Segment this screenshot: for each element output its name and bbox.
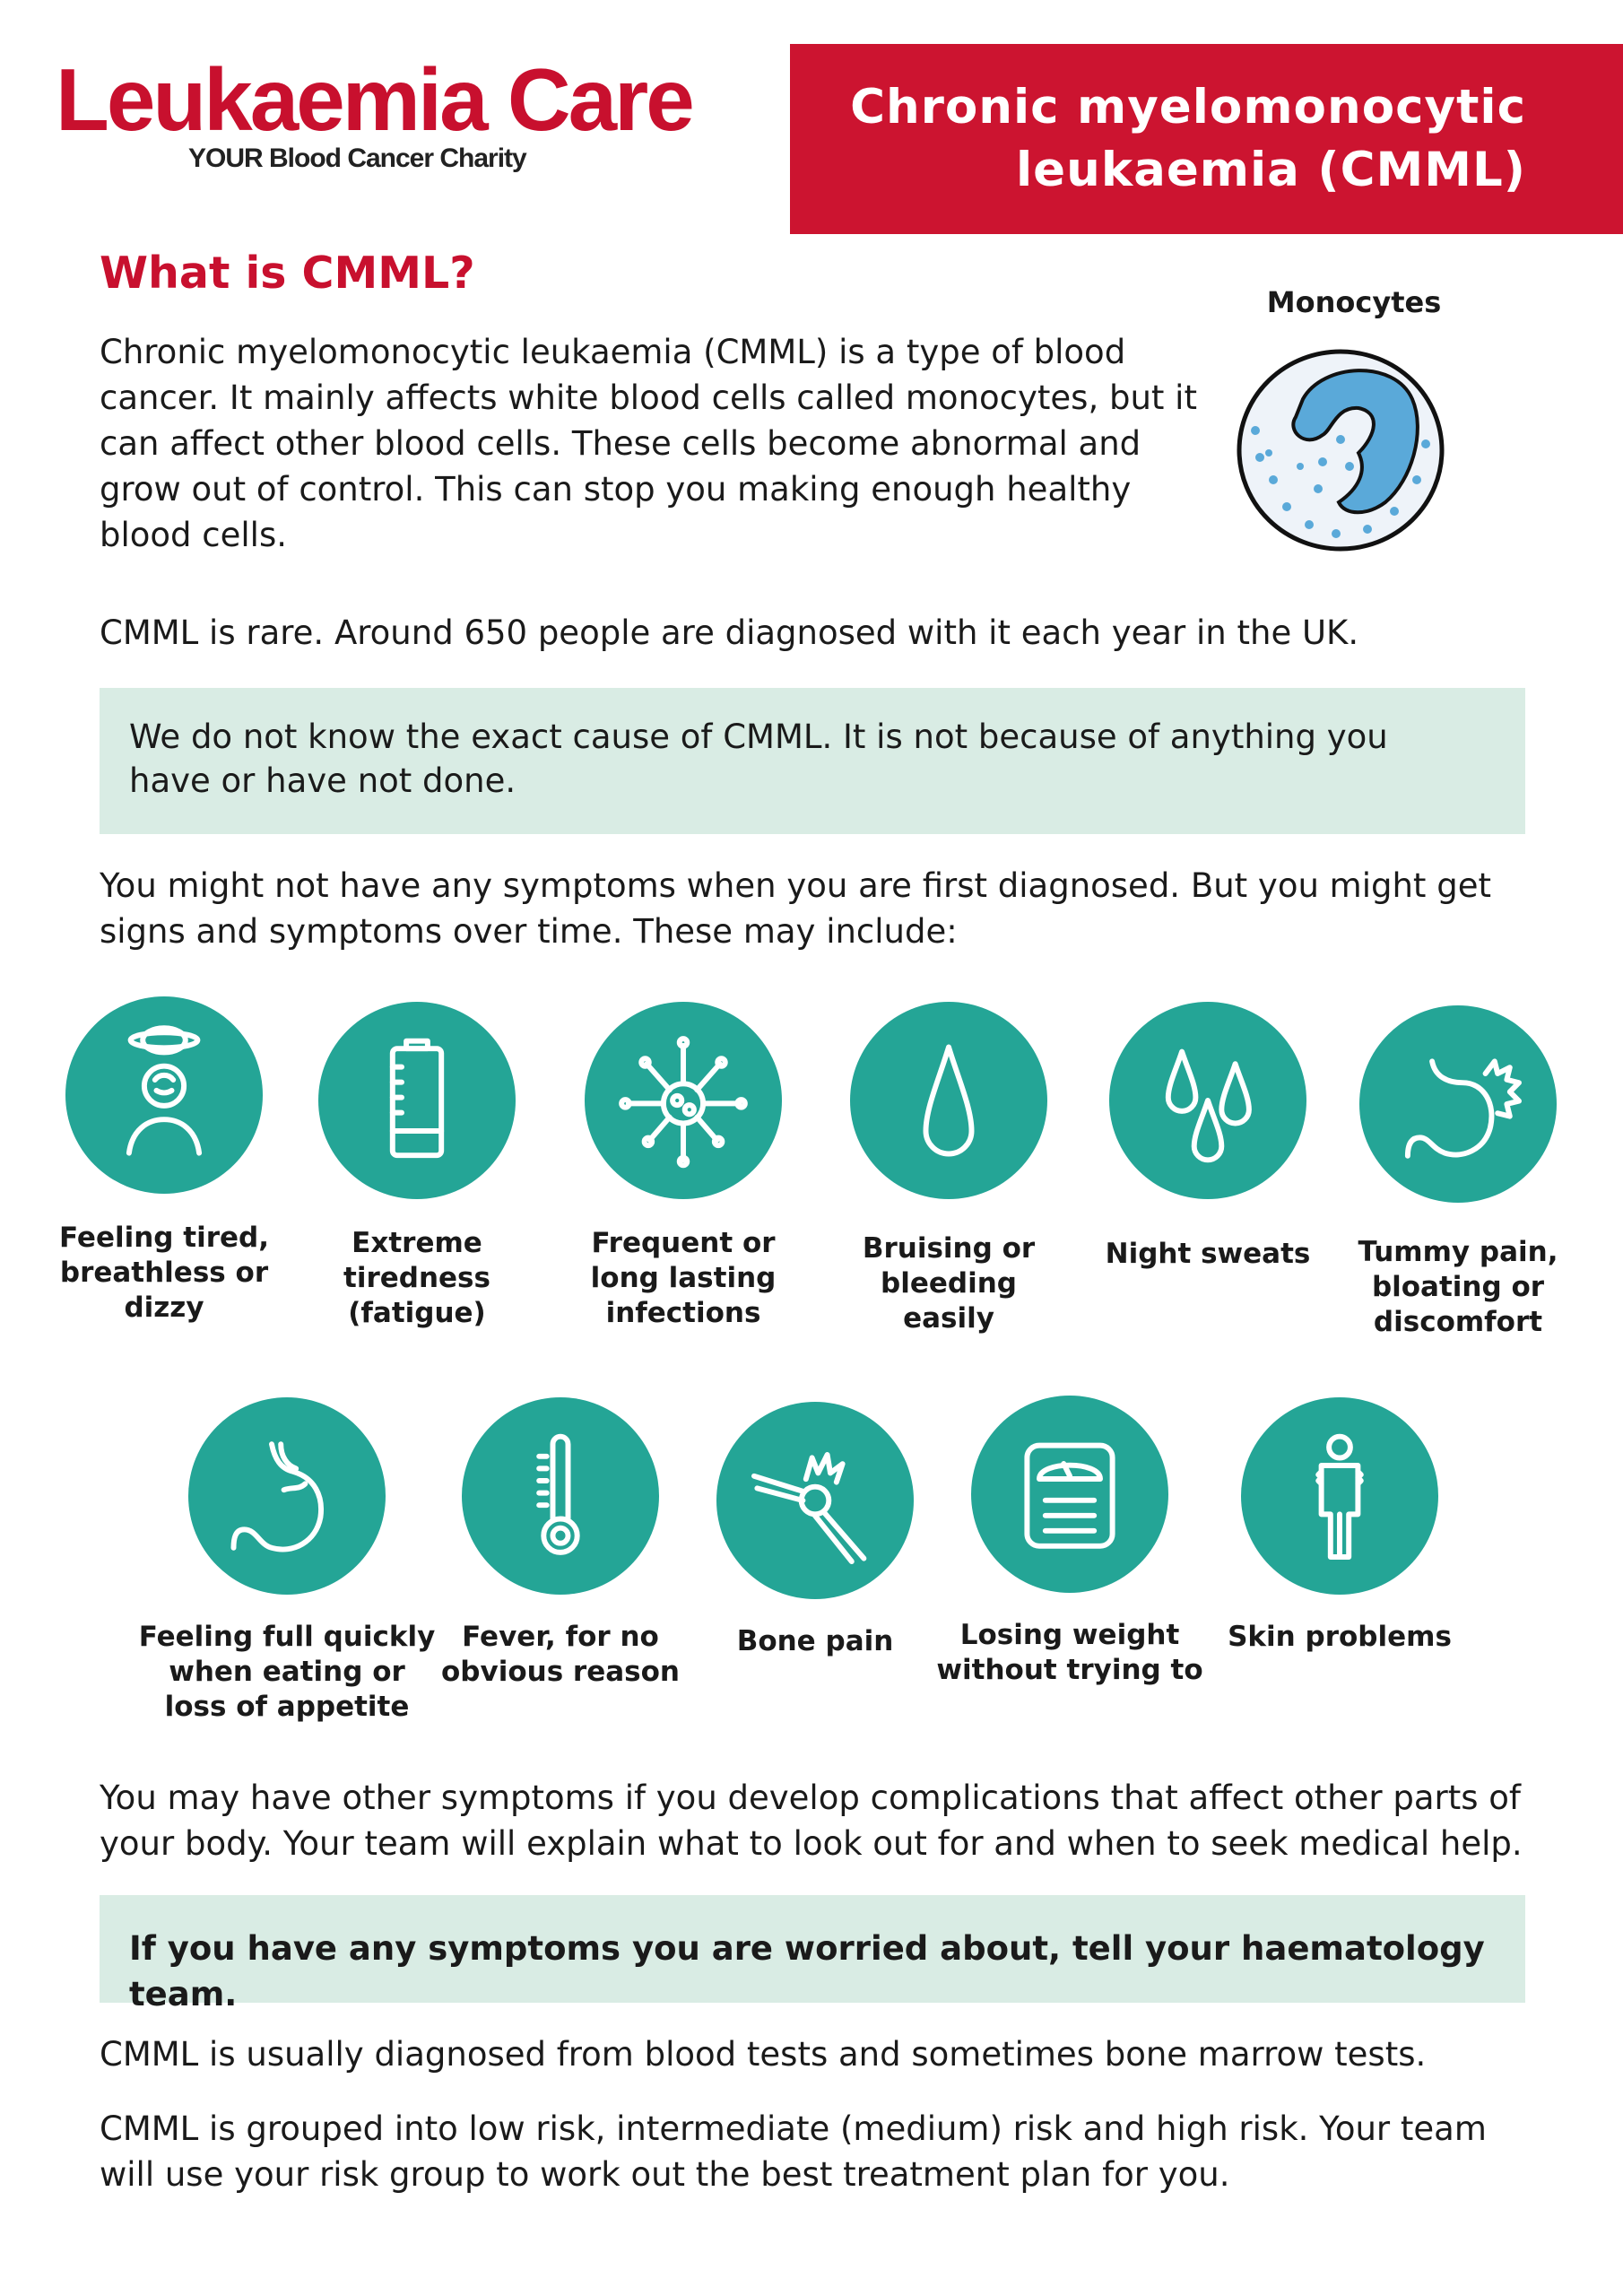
bone-pain-icon bbox=[716, 1402, 914, 1599]
thermometer-icon bbox=[462, 1397, 659, 1595]
stomach-icon bbox=[188, 1397, 386, 1595]
symptom-label: Extreme tiredness (fatigue) bbox=[343, 1227, 490, 1329]
person-skin-icon bbox=[1241, 1397, 1438, 1595]
leukaemia-care-logo: Leukaemia Care bbox=[56, 50, 695, 149]
monocytes-label: Monocytes bbox=[1266, 285, 1442, 319]
low-battery-icon bbox=[318, 1002, 516, 1199]
title-banner: Chronic myelomonocytic leukaemia (CMML) bbox=[790, 44, 1623, 234]
page-title: Chronic myelomonocytic leukaemia (CMML) bbox=[850, 80, 1526, 197]
symptom-label: Bruising or bleeding easily bbox=[862, 1232, 1036, 1335]
symptom-item: Losing weight without trying to bbox=[935, 1396, 1204, 1688]
symptom-item: Feeling full quickly when eating or loss… bbox=[135, 1397, 439, 1725]
cause-text: We do not know the exact cause of CMML. … bbox=[129, 718, 1388, 800]
symptom-item: Night sweats bbox=[1073, 1002, 1342, 1272]
symptom-label: Fever, for no obvious reason bbox=[441, 1621, 680, 1688]
symptom-item: Tummy pain, bloating or discomfort bbox=[1324, 1005, 1593, 1340]
logo-tagline: YOUR Blood Cancer Charity bbox=[188, 144, 527, 173]
symptom-item: Skin problems bbox=[1205, 1397, 1474, 1655]
worried-text: If you have any symptoms you are worried… bbox=[129, 1929, 1485, 2013]
symptom-item: Frequent or long lasting infections bbox=[549, 1002, 818, 1331]
symptom-label: Feeling full quickly when eating or loss… bbox=[138, 1621, 436, 1723]
intro-paragraph: Chronic myelomonocytic leukaemia (CMML) … bbox=[100, 333, 1197, 554]
symptom-label: Bone pain bbox=[736, 1625, 894, 1657]
rarity-text: CMML is rare. Around 650 people are diag… bbox=[100, 613, 1359, 652]
weighing-scale-icon bbox=[971, 1396, 1168, 1593]
dizzy-head-icon bbox=[65, 996, 263, 1194]
symptom-item: Bone pain bbox=[681, 1402, 950, 1659]
symptom-item: Fever, for no obvious reason bbox=[426, 1397, 695, 1690]
blood-drop-icon bbox=[850, 1002, 1047, 1199]
symptom-label: Frequent or long lasting infections bbox=[590, 1227, 777, 1329]
virus-icon bbox=[585, 1002, 782, 1199]
cause-info-box: We do not know the exact cause of CMML. … bbox=[100, 688, 1525, 834]
symptom-label: Losing weight without trying to bbox=[936, 1619, 1203, 1686]
complications-text: You may have other symptoms if you devel… bbox=[100, 1779, 1523, 1863]
symptom-label: Night sweats bbox=[1105, 1238, 1311, 1270]
symptom-item: Bruising or bleeding easily bbox=[814, 1002, 1083, 1336]
diagnosis-text: CMML is usually diagnosed from blood tes… bbox=[100, 2035, 1427, 2074]
symptom-item: Feeling tired, breathless or dizzy bbox=[30, 996, 299, 1326]
symptom-label: Feeling tired, breathless or dizzy bbox=[59, 1222, 269, 1324]
risk-text: CMML is grouped into low risk, intermedi… bbox=[100, 2109, 1487, 2194]
worried-info-box: If you have any symptoms you are worried… bbox=[100, 1895, 1525, 2013]
stomach-pain-icon bbox=[1359, 1005, 1557, 1203]
section-heading: What is CMML? bbox=[100, 248, 475, 299]
sweat-drops-icon bbox=[1109, 1002, 1306, 1199]
monocyte-cell-illustration bbox=[1237, 349, 1445, 552]
symptom-label: Tummy pain, bloating or discomfort bbox=[1358, 1236, 1558, 1338]
symptom-item: Extreme tiredness (fatigue) bbox=[282, 1002, 551, 1331]
symptoms-intro: You might not have any symptoms when you… bbox=[100, 866, 1491, 951]
symptom-label: Skin problems bbox=[1228, 1621, 1452, 1653]
